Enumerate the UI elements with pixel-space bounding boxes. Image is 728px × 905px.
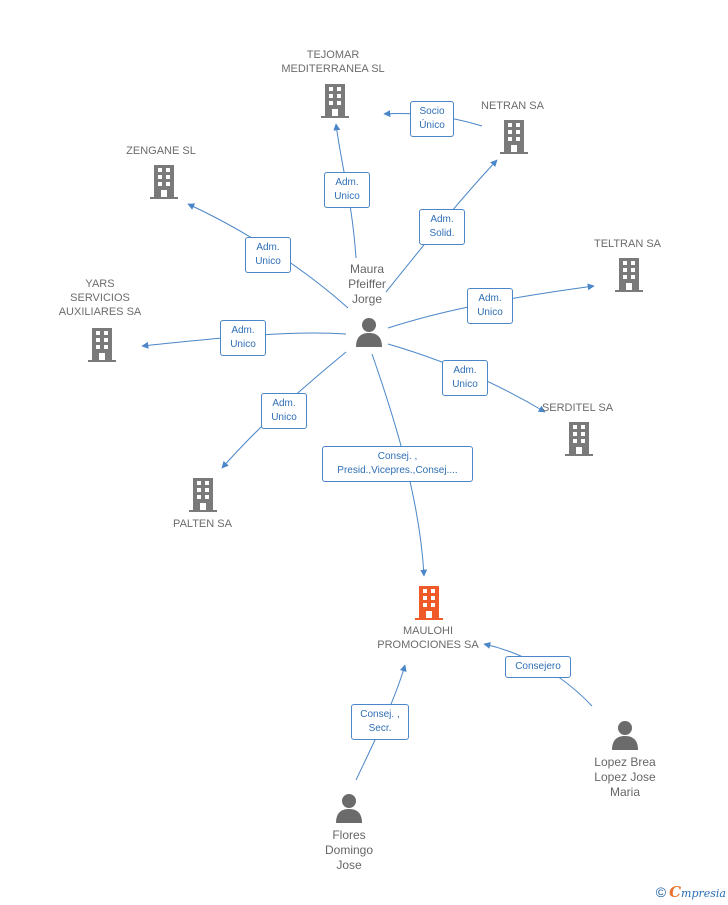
edge-label-maura-palten[interactable]: Adm. Unico [261, 393, 307, 429]
edge-label-maura-zengane[interactable]: Adm. Unico [245, 237, 291, 273]
building-icon[interactable] [415, 586, 443, 620]
building-icon[interactable] [615, 258, 643, 292]
building-icon[interactable] [150, 165, 178, 199]
copyright-symbol: © [655, 884, 667, 900]
node-label-lopez[interactable]: Lopez Brea Lopez Jose Maria [594, 755, 656, 799]
edge-label-netran-tejomar[interactable]: Socio Único [410, 101, 454, 137]
node-label-maura[interactable]: Maura Pfeiffer Jorge [348, 262, 386, 306]
node-label-zengane[interactable]: ZENGANE SL [126, 145, 196, 157]
edge-label-flores-maulohi[interactable]: Consej. , Secr. [351, 704, 409, 740]
node-label-yars[interactable]: YARS SERVICIOS AUXILIARES SA [58, 278, 142, 318]
building-icon[interactable] [565, 422, 593, 456]
building-icon[interactable] [321, 84, 349, 118]
node-label-tejomar[interactable]: TEJOMAR MEDITERRANEA SL [281, 49, 385, 75]
building-icons [88, 84, 643, 620]
node-label-netran[interactable]: NETRAN SA [481, 100, 544, 112]
edge-label-maura-netran[interactable]: Adm. Solid. [419, 209, 465, 245]
node-label-serditel[interactable]: SERDITEL SA [541, 402, 614, 414]
person-icon[interactable] [356, 318, 382, 347]
brand-footer: ©Cmpresia [656, 883, 726, 901]
person-icon[interactable] [336, 794, 362, 823]
node-label-palten[interactable]: PALTEN SA [173, 518, 232, 530]
person-icon[interactable] [612, 721, 638, 750]
edge-label-maura-teltran[interactable]: Adm. Unico [467, 288, 513, 324]
node-label-teltran[interactable]: TELTRAN SA [593, 238, 662, 250]
node-label-maulohi[interactable]: MAULOHI PROMOCIONES SA [377, 625, 479, 651]
building-icon[interactable] [500, 120, 528, 154]
building-icon[interactable] [88, 328, 116, 362]
brand-logo-initial: C [669, 883, 682, 901]
node-label-flores[interactable]: Flores Domingo Jose [324, 828, 374, 872]
brand-logo-text: mpresia [681, 887, 726, 900]
edge-label-maura-maulohi[interactable]: Consej. , Presid.,Vicepres.,Consej.... [322, 446, 473, 482]
edge-label-maura-tejomar[interactable]: Adm. Unico [324, 172, 370, 208]
edge-label-lopez-maulohi[interactable]: Consejero [505, 656, 571, 678]
edge-label-maura-serditel[interactable]: Adm. Unico [442, 360, 488, 396]
building-icon[interactable] [189, 478, 217, 512]
edge-label-maura-yars[interactable]: Adm. Unico [220, 320, 266, 356]
